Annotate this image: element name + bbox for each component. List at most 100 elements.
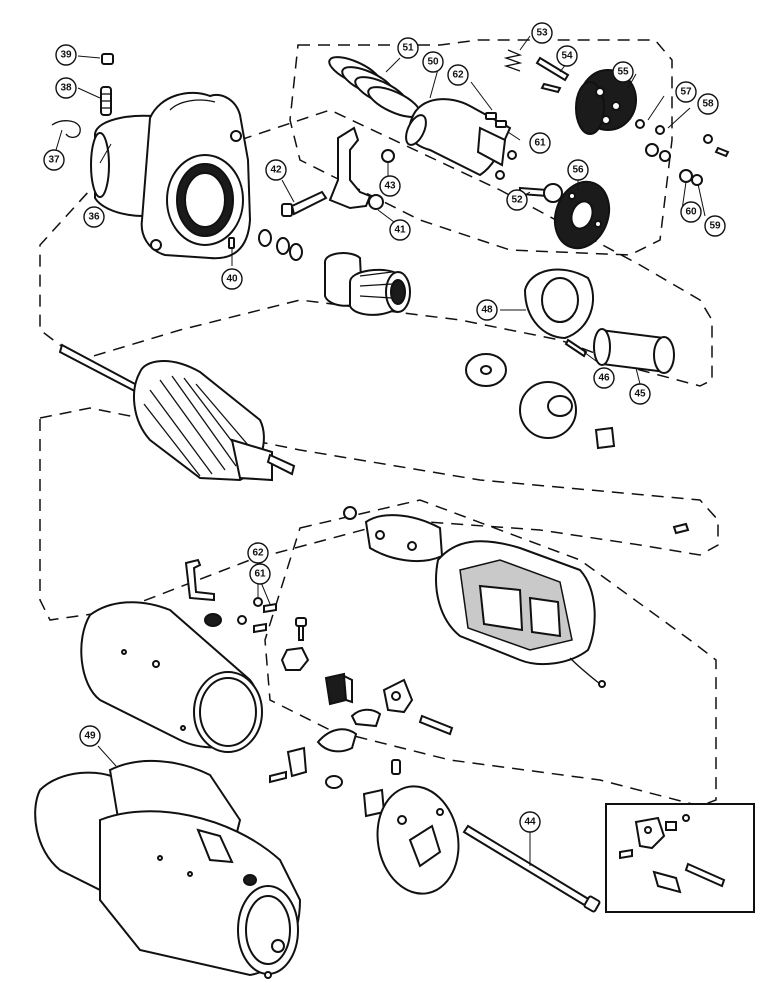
group-boundary-field-frame: [39, 407, 719, 621]
callout-44: 44: [519, 811, 541, 833]
callout-46: 46: [593, 367, 615, 389]
callout-61: 61: [529, 132, 551, 154]
svg-text:59: 59: [709, 221, 721, 232]
callout-57: 57: [675, 81, 697, 103]
callout-52: 52: [506, 189, 528, 211]
terminal-screw-lower-part: [269, 770, 287, 784]
callout-43: 43: [379, 175, 401, 197]
svg-text:57: 57: [680, 87, 692, 98]
hex-insulator-part: [280, 646, 310, 671]
svg-text:55: 55: [617, 67, 629, 78]
grommet-part: [204, 613, 222, 627]
brush-lead-part: [316, 728, 358, 753]
pole-shoe-part: [364, 514, 444, 563]
callout-53: 53: [531, 22, 553, 44]
svg-text:58: 58: [702, 99, 714, 110]
callout-56: 56: [567, 159, 589, 181]
small-pin-part: [228, 237, 235, 249]
lever-bolt-part: [281, 190, 328, 217]
terminal-washer-62-part: [253, 597, 263, 607]
field-coil-part: [435, 540, 606, 688]
group-boundary-solenoid: [289, 39, 673, 256]
callout-40: 40: [221, 268, 243, 290]
svg-text:37: 37: [48, 155, 60, 166]
callout-55: 55: [612, 61, 634, 83]
commutator-end-head-part: [376, 785, 460, 895]
terminal-screw-small-part: [253, 622, 267, 634]
callout-51: 51: [397, 37, 419, 59]
callout-62: 62: [447, 64, 469, 86]
svg-text:40: 40: [226, 274, 238, 285]
callout-48: 48: [476, 299, 498, 321]
svg-text:60: 60: [685, 207, 697, 218]
inset-detail: [605, 803, 755, 913]
svg-text:62: 62: [452, 70, 464, 81]
drive-clutch-part: [324, 252, 411, 316]
thrust-washer-part: [465, 353, 507, 387]
pin-part: [100, 86, 112, 116]
svg-text:56: 56: [572, 165, 584, 176]
svg-text:52: 52: [511, 195, 523, 206]
terminal-washer-part: [237, 615, 247, 625]
through-pin-part: [418, 714, 454, 736]
drive-housing-part: [90, 91, 252, 260]
brush-holder-part: [382, 678, 414, 714]
terminal-bracket-part: [184, 558, 215, 602]
callout-39: 39: [55, 44, 77, 66]
svg-text:62: 62: [252, 548, 264, 559]
svg-text:49: 49: [84, 731, 96, 742]
callout-54: 54: [556, 45, 578, 67]
callout-38: 38: [55, 77, 77, 99]
group-boundary-drive-housing: [39, 109, 713, 387]
callout-42: 42: [265, 159, 287, 181]
plug-part: [101, 53, 114, 65]
field-screw-vertical-part: [295, 617, 307, 641]
svg-text:48: 48: [481, 305, 493, 316]
ce-washer-part: [325, 775, 343, 789]
plunger-spring-part: [328, 56, 421, 118]
svg-text:53: 53: [536, 28, 548, 39]
svg-text:38: 38: [60, 83, 72, 94]
insulator-block-part: [286, 746, 308, 778]
mounting-plate-part: [523, 268, 595, 340]
callout-60: 60: [680, 201, 702, 223]
field-screw-small-part: [672, 522, 690, 535]
terminal-screw-61-part: [263, 602, 277, 614]
field-frame-part: [80, 601, 263, 753]
solenoid-terminal-screw-part: [485, 112, 507, 128]
lever-nut-part: [381, 149, 395, 163]
shift-lever-part: [328, 126, 384, 210]
roll-pin-part: [564, 338, 588, 358]
snap-ring-part: [51, 120, 81, 139]
terminal-nut-part: [635, 119, 730, 186]
svg-text:43: 43: [384, 181, 396, 192]
solenoid-gasket-part: [553, 180, 611, 250]
callout-41: 41: [389, 219, 411, 241]
field-screw-part: [343, 506, 357, 520]
solenoid-body-part: [405, 98, 517, 180]
callout-49: 49: [79, 725, 101, 747]
svg-text:61: 61: [534, 138, 546, 149]
contact-stud-part: [535, 56, 570, 94]
ce-set-screw-part: [391, 759, 401, 775]
callout-62-field: 62: [247, 542, 269, 564]
svg-text:45: 45: [634, 389, 646, 400]
callout-36: 36: [83, 206, 105, 228]
callout-58: 58: [697, 93, 719, 115]
callout-59: 59: [704, 215, 726, 237]
brush-spring-part: [350, 708, 382, 728]
svg-text:42: 42: [270, 165, 282, 176]
callout-61-field: 61: [249, 563, 271, 585]
callout-45: 45: [629, 383, 651, 405]
svg-text:61: 61: [254, 569, 266, 580]
svg-text:39: 39: [60, 50, 72, 61]
svg-text:46: 46: [598, 373, 610, 384]
svg-text:51: 51: [402, 43, 414, 54]
drive-washers-part: [258, 229, 303, 261]
svg-text:50: 50: [427, 57, 439, 68]
solenoid-cap-part: [575, 69, 637, 135]
svg-text:44: 44: [524, 817, 536, 828]
svg-text:54: 54: [561, 51, 573, 62]
bushing-sleeve-part: [593, 328, 675, 374]
